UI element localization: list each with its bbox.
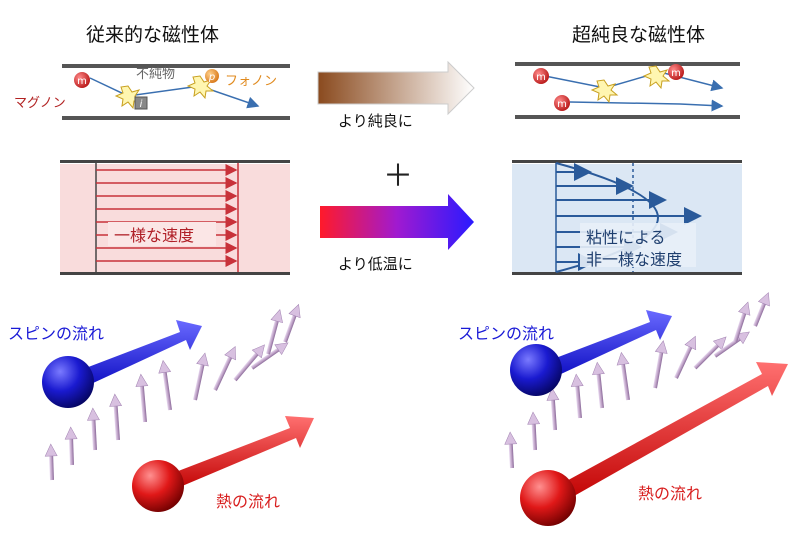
left-panel-title: 従来的な磁性体 — [86, 24, 220, 46]
magnon-icon — [533, 68, 549, 84]
right-channel — [515, 62, 740, 119]
impurity-symbol: i — [140, 99, 143, 110]
scattering-diagram: m i p m m m — [62, 60, 740, 120]
magnon-label: マグノン — [14, 96, 66, 111]
plus-sign: ＋ — [383, 159, 413, 194]
uniform-velocity-label: 一様な速度 — [114, 226, 195, 245]
spin-flow-arrow-left — [42, 320, 202, 408]
heat-flow-arrow-left — [132, 416, 314, 512]
purer-label: より純良に — [338, 112, 413, 130]
heat-flow-label-right: 熱の流れ — [638, 484, 703, 503]
magnon-path-right — [569, 99, 724, 112]
left-channel — [62, 64, 290, 120]
collision-star-icon — [642, 65, 671, 90]
magnon-path-right — [544, 71, 724, 92]
impurity-label: 不純物 — [136, 67, 176, 82]
spin-arrows-left — [44, 303, 301, 481]
magnon-path-left — [89, 77, 260, 109]
velocity-profile-diagram: ＋ — [60, 159, 742, 275]
right-panel-title: 超純良な磁性体 — [572, 24, 706, 46]
magnon-symbol: m — [671, 68, 681, 79]
magnon-symbol: m — [536, 72, 546, 83]
colder-arrow — [320, 194, 474, 250]
spin-arrows-right — [504, 292, 770, 469]
magnon-icon — [554, 95, 570, 111]
magnon-icon — [668, 64, 684, 80]
magnon-icon — [74, 72, 90, 88]
collision-star-icon — [590, 79, 619, 104]
impurity-icon — [134, 96, 148, 110]
spin-flow-label-right: スピンの流れ — [458, 324, 555, 343]
uniform-flow-box — [60, 160, 290, 275]
phonon-icon — [205, 69, 219, 83]
spin-flow-arrow-right — [510, 310, 672, 396]
purer-arrow — [317, 60, 475, 116]
phonon-label: フォノン — [225, 74, 278, 89]
viscous-flow-box — [512, 160, 742, 275]
flow-illustration — [42, 292, 788, 526]
viscous-velocity-label-line1: 粘性による — [586, 228, 666, 247]
phonon-symbol: p — [208, 72, 215, 83]
magnon-symbol: m — [77, 76, 87, 87]
collision-star-icon — [114, 85, 143, 110]
spin-flow-label-left: スピンの流れ — [8, 324, 105, 343]
colder-label: より低温に — [338, 255, 413, 273]
heat-flow-label-left: 熱の流れ — [216, 492, 281, 511]
magnon-symbol: m — [557, 99, 567, 110]
viscous-velocity-label-line2: 非一様な速度 — [586, 250, 683, 269]
heat-flow-arrow-right — [520, 362, 788, 526]
